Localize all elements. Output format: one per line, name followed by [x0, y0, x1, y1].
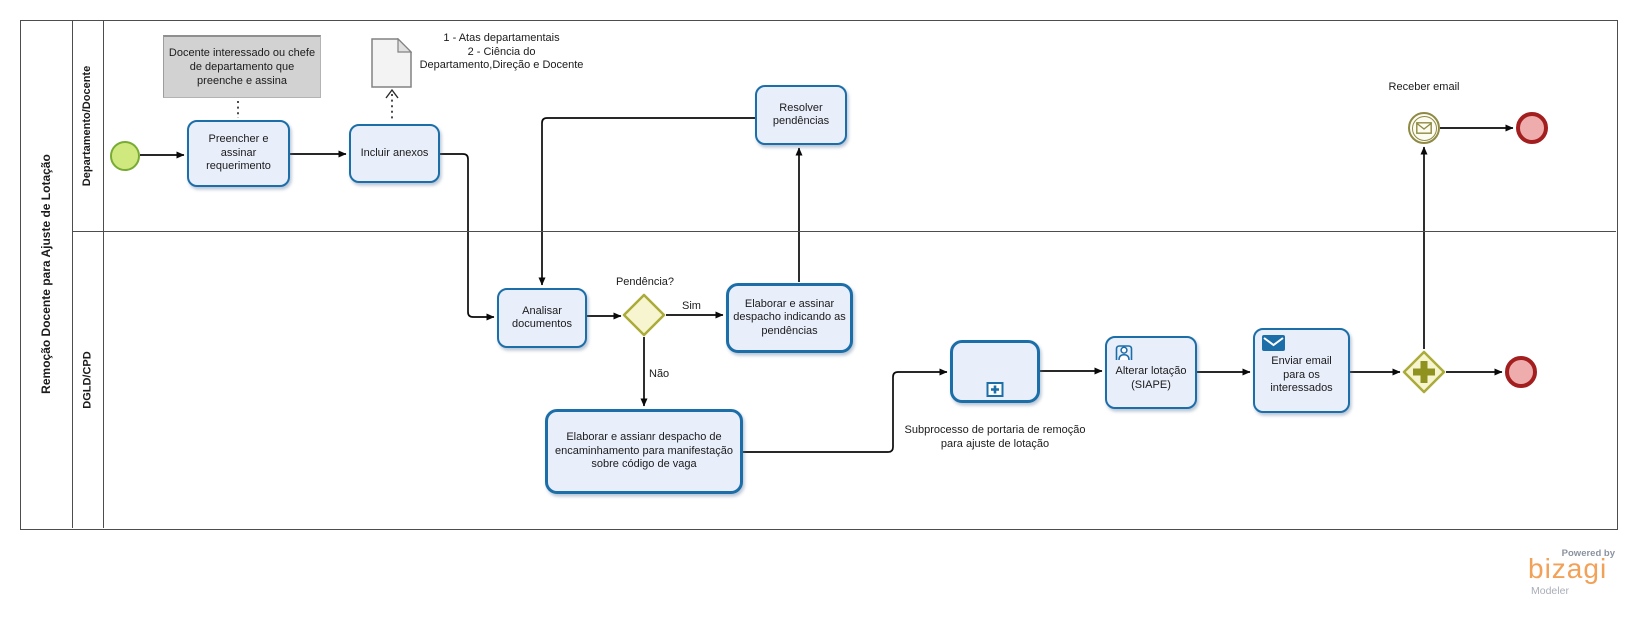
- anexos-line-3: Departamento,Direção e Docente: [419, 59, 584, 71]
- receber-email-label: Receber email: [1388, 81, 1460, 93]
- task-preencher-requerimento: Preencher e assinar requerimento: [187, 120, 290, 187]
- lane-label-divider: [103, 20, 104, 528]
- subprocess-plus-icon: [986, 382, 1004, 397]
- message-event-ring: [1411, 115, 1437, 141]
- task-despacho-encaminhamento: Elaborar e assianr despacho de encaminha…: [545, 409, 743, 494]
- envelope-icon: [1416, 122, 1432, 134]
- subprocess-portaria: [950, 340, 1040, 403]
- anexos-line-2: 2 - Ciência do: [467, 45, 536, 58]
- task-enviar-label: Enviar email para os interessados: [1270, 355, 1333, 395]
- task-incluir-label: Incluir anexos: [360, 146, 429, 159]
- task-analisar-label: Analisar documentos: [512, 304, 572, 331]
- association-arrowhead: [385, 88, 399, 99]
- anexos-line-1: 1 - Atas departamentais: [443, 32, 560, 44]
- start-event: [110, 141, 140, 171]
- gateway-pendencia: [622, 293, 666, 337]
- send-email-icon: [1262, 335, 1285, 356]
- task-alterar-label: Alterar lotação (SIAPE): [1115, 365, 1187, 391]
- document-icon: [371, 37, 413, 88]
- lane-separator: [72, 231, 1616, 232]
- pool-border: [20, 20, 1618, 530]
- user-icon: [1114, 343, 1134, 366]
- task-analisar-documentos: Analisar documentos: [497, 288, 587, 348]
- task-preencher-label: Preencher e assinar requerimento: [206, 133, 271, 173]
- exclusive-gateway-icon: [622, 293, 666, 337]
- subprocess-label: Subprocesso de portaria de remoção para …: [904, 424, 1086, 450]
- lane2-label: DGLD/CPD: [81, 350, 94, 409]
- flow-label-sim: Sim: [682, 300, 701, 312]
- modeler-text: Modeler: [1531, 585, 1569, 597]
- annotation-anexos-list: 1 - Atas departamentais 2 - Ciência do D…: [399, 32, 604, 73]
- flow-incluir-to-analisar: [440, 153, 495, 321]
- pool-title: Remoção Docente para Ajuste de Lotação: [20, 20, 72, 528]
- parallel-gateway-icon: [1402, 350, 1446, 394]
- bizagi-logo: bizagi: [1528, 553, 1608, 584]
- task-despacho-pendencias-label: Elaborar e assinar despacho indicando as…: [733, 297, 846, 337]
- task-despacho-encaminhamento-label: Elaborar e assianr despacho de encaminha…: [555, 431, 733, 471]
- lane1-label: Departamento/Docente: [81, 65, 94, 186]
- end-event-top: [1516, 112, 1548, 144]
- task-resolver-label: Resolver pendências: [772, 101, 830, 128]
- task-enviar-email: Enviar email para os interessados: [1253, 328, 1350, 413]
- task-resolver-pendencias: Resolver pendências: [755, 85, 847, 145]
- powered-by-text: Powered by: [1561, 548, 1615, 559]
- pool-title-label: Remoção Docente para Ajuste de Lotação: [39, 154, 53, 394]
- task-incluir-anexos: Incluir anexos: [349, 124, 440, 183]
- task-despacho-pendencias: Elaborar e assinar despacho indicando as…: [726, 283, 853, 353]
- gateway-pendencia-question: Pendência?: [615, 276, 675, 288]
- annotation-docente: Docente interessado ou chefe de departam…: [163, 35, 321, 98]
- task-alterar-lotacao: Alterar lotação (SIAPE): [1105, 336, 1197, 409]
- intermediate-event-receber-email: [1408, 112, 1440, 144]
- annotation-docente-text: Docente interessado ou chefe de departam…: [168, 47, 316, 87]
- pool-title-divider: [72, 20, 73, 528]
- end-event-bottom: [1505, 356, 1537, 388]
- lane-dgld-cpd: DGLD/CPD: [72, 231, 103, 528]
- flow-encaminhamento-to-subprocess: [743, 368, 948, 453]
- flow-resolver-to-analisar: [538, 117, 755, 286]
- flow-label-nao: Não: [649, 368, 670, 380]
- data-object-anexos: [371, 37, 413, 88]
- gateway-parallel: [1402, 350, 1446, 394]
- lane-departamento-docente: Departamento/Docente: [72, 20, 103, 231]
